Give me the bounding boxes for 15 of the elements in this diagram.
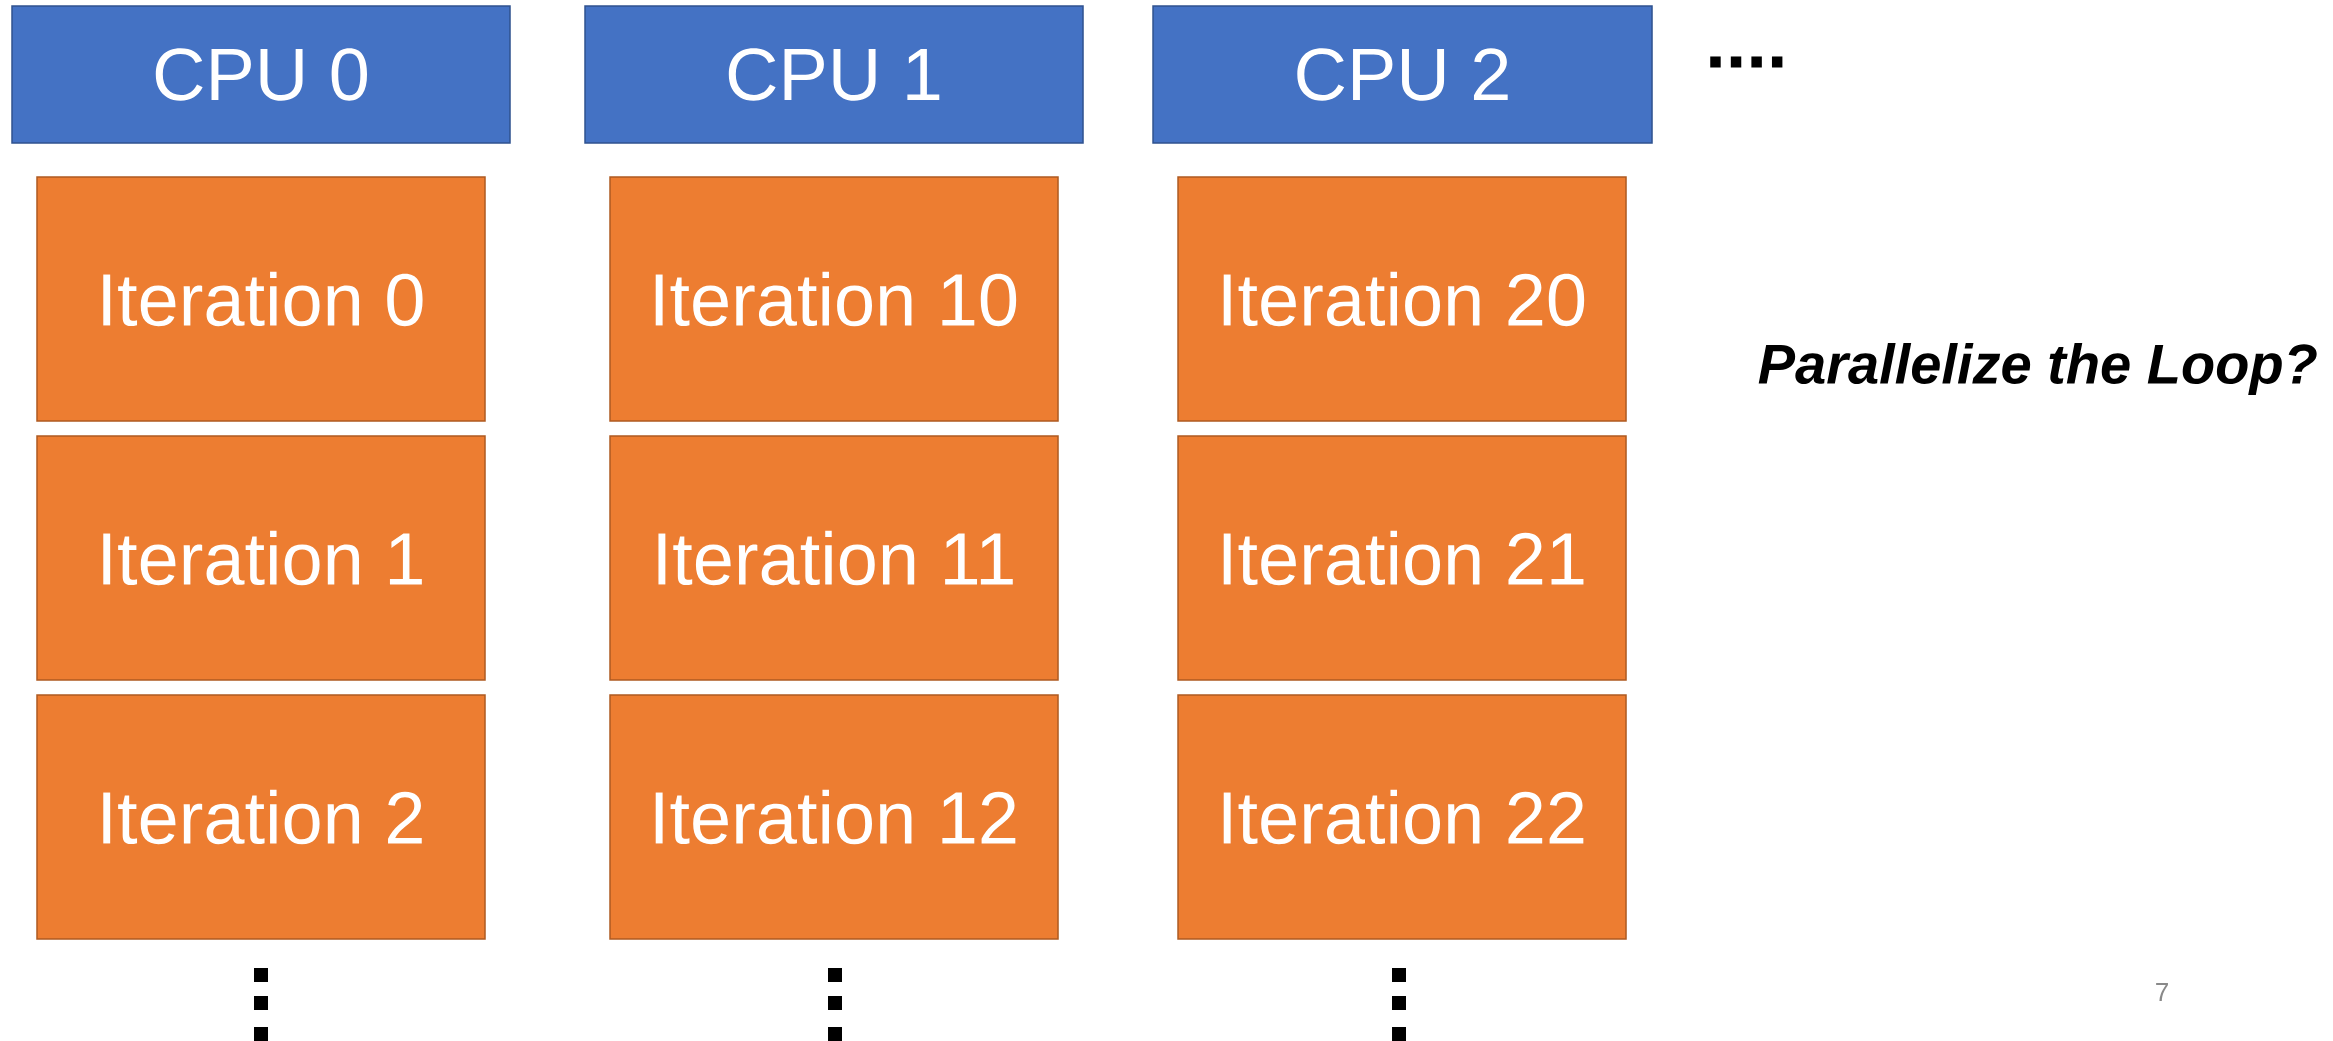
iteration-box: Iteration 20 — [1177, 176, 1627, 422]
iteration-box: Iteration 21 — [1177, 435, 1627, 681]
iteration-box: Iteration 1 — [36, 435, 486, 681]
question-text: Parallelize the Loop? — [1758, 342, 2317, 396]
iteration-box: Iteration 2 — [36, 694, 486, 940]
iteration-box: Iteration 12 — [609, 694, 1059, 940]
ellipsis-text: .... — [1710, 56, 1783, 68]
iteration-box: Iteration 11 — [609, 435, 1059, 681]
cpu-header-box: CPU 1 — [584, 5, 1084, 144]
iteration-box: Iteration 0 — [36, 176, 486, 422]
cpu-header-box: CPU 2 — [1152, 5, 1653, 144]
cpu-header-box: CPU 0 — [11, 5, 511, 144]
page-number: 7 — [2156, 983, 2168, 1001]
iteration-box: Iteration 10 — [609, 176, 1059, 422]
iteration-box: Iteration 22 — [1177, 694, 1627, 940]
